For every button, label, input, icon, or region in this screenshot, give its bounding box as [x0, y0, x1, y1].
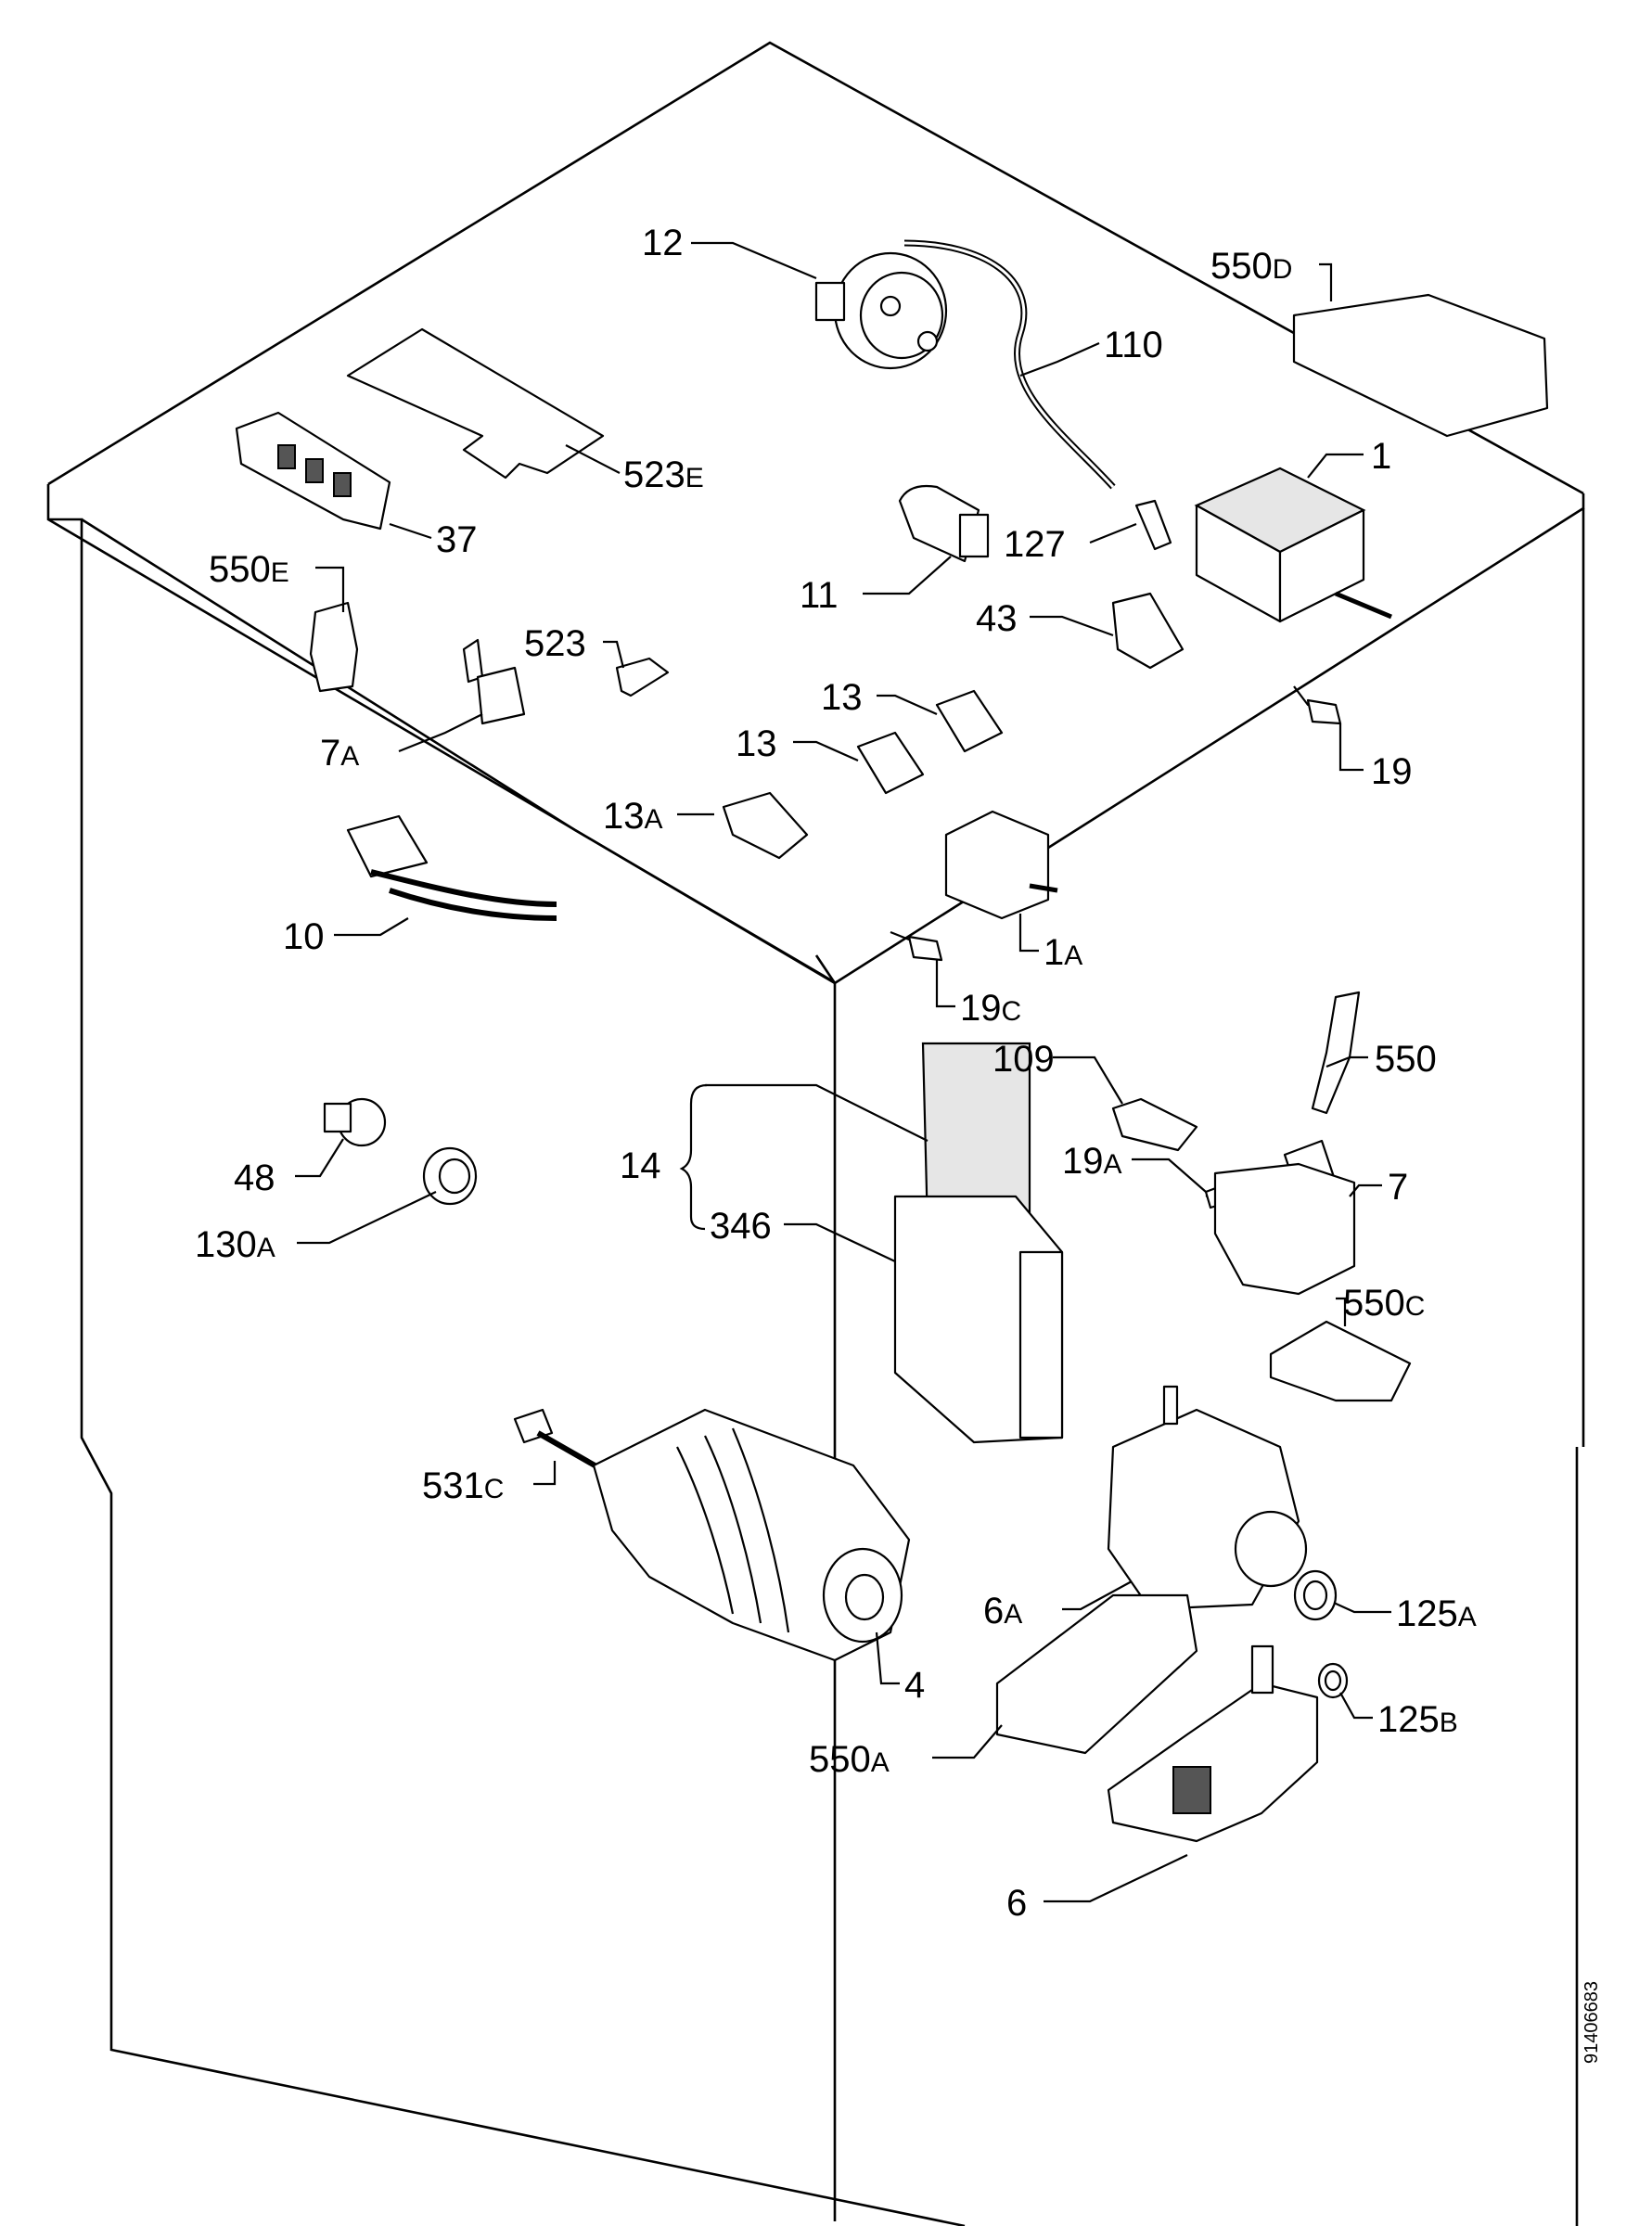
part-14-346-dispenser: [893, 1042, 1064, 1444]
label-6: 6: [1006, 1883, 1027, 1924]
part-127-connector: [1134, 499, 1172, 551]
part-7a-door-switch: [462, 638, 526, 725]
label-550e: 550E: [209, 549, 289, 590]
label-109: 109: [992, 1039, 1055, 1080]
part-37-terminal-block: [235, 411, 391, 531]
leader-lines: [295, 241, 1391, 1903]
label-550a: 550A: [809, 1739, 890, 1780]
part-13a-connector: [722, 791, 809, 860]
part-13-connector-lower: [856, 731, 925, 795]
label-550c: 550C: [1343, 1283, 1425, 1324]
label-550d: 550D: [1210, 246, 1292, 287]
part-19c-sensor: [890, 930, 943, 962]
part-130a-knob: [422, 1146, 478, 1206]
label-12: 12: [642, 223, 684, 263]
label-523e: 523E: [623, 454, 704, 495]
part-48-pilot-lamp: [323, 1097, 387, 1147]
label-130a: 130A: [195, 1224, 275, 1265]
label-10: 10: [283, 916, 325, 957]
label-13a: 13A: [603, 796, 663, 837]
part-11-capacitor: [898, 484, 990, 563]
part-550c-cover: [1269, 1320, 1412, 1402]
label-7: 7: [1388, 1167, 1408, 1208]
part-550d-cover-plate: [1292, 293, 1549, 438]
label-19a: 19A: [1062, 1141, 1122, 1182]
label-13-lower: 13: [736, 723, 777, 764]
part-43-switch: [1111, 592, 1185, 670]
part-523-small-clip: [615, 657, 670, 697]
drawing-reference-code: 91406683: [1582, 1981, 1602, 2064]
label-110: 110: [1104, 325, 1163, 365]
part-523e-bracket: [346, 327, 605, 480]
label-11: 11: [800, 575, 839, 616]
part-125a-seal: [1293, 1569, 1338, 1621]
label-1: 1: [1371, 436, 1391, 477]
part-1a-selector: [944, 810, 1058, 920]
label-4: 4: [904, 1665, 925, 1706]
label-127: 127: [1004, 524, 1066, 565]
label-19c: 19C: [960, 988, 1021, 1029]
part-10-heater: [346, 814, 557, 921]
part-12-pressure-switch: [814, 251, 948, 370]
label-523: 523: [524, 623, 586, 664]
label-531c: 531C: [422, 1465, 504, 1506]
label-125a: 125A: [1396, 1593, 1477, 1634]
label-43: 43: [976, 598, 1018, 639]
part-13-connector-top: [935, 689, 1004, 753]
part-labels: 12 110 550D 523E 37 1 127 11 550E 523 43…: [195, 223, 1477, 1924]
label-14: 14: [620, 1145, 661, 1186]
part-7-door-lock: [1213, 1162, 1356, 1296]
label-346: 346: [710, 1206, 772, 1247]
brace-14-346: [679, 1083, 708, 1231]
part-531c-screw: [513, 1408, 605, 1473]
label-6a: 6A: [983, 1591, 1022, 1631]
part-19-sensor: [1293, 685, 1342, 725]
label-48: 48: [234, 1158, 275, 1198]
part-6-drain-pump: [1107, 1644, 1319, 1843]
part-109-small-part: [1111, 1097, 1198, 1152]
part-6a-pump-housing: [1107, 1385, 1308, 1611]
part-550a-cover: [995, 1593, 1198, 1755]
part-1-programmer: [1194, 467, 1392, 623]
part-550e-clip: [309, 601, 359, 693]
label-19: 19: [1371, 751, 1413, 792]
part-125b-seal: [1317, 1662, 1349, 1699]
label-550: 550: [1375, 1039, 1437, 1080]
label-37: 37: [436, 519, 478, 560]
label-1a: 1A: [1044, 932, 1082, 973]
label-7a: 7A: [320, 733, 359, 774]
label-125b: 125B: [1377, 1699, 1458, 1740]
part-4-motor: [592, 1408, 911, 1662]
label-13-top: 13: [821, 677, 863, 718]
